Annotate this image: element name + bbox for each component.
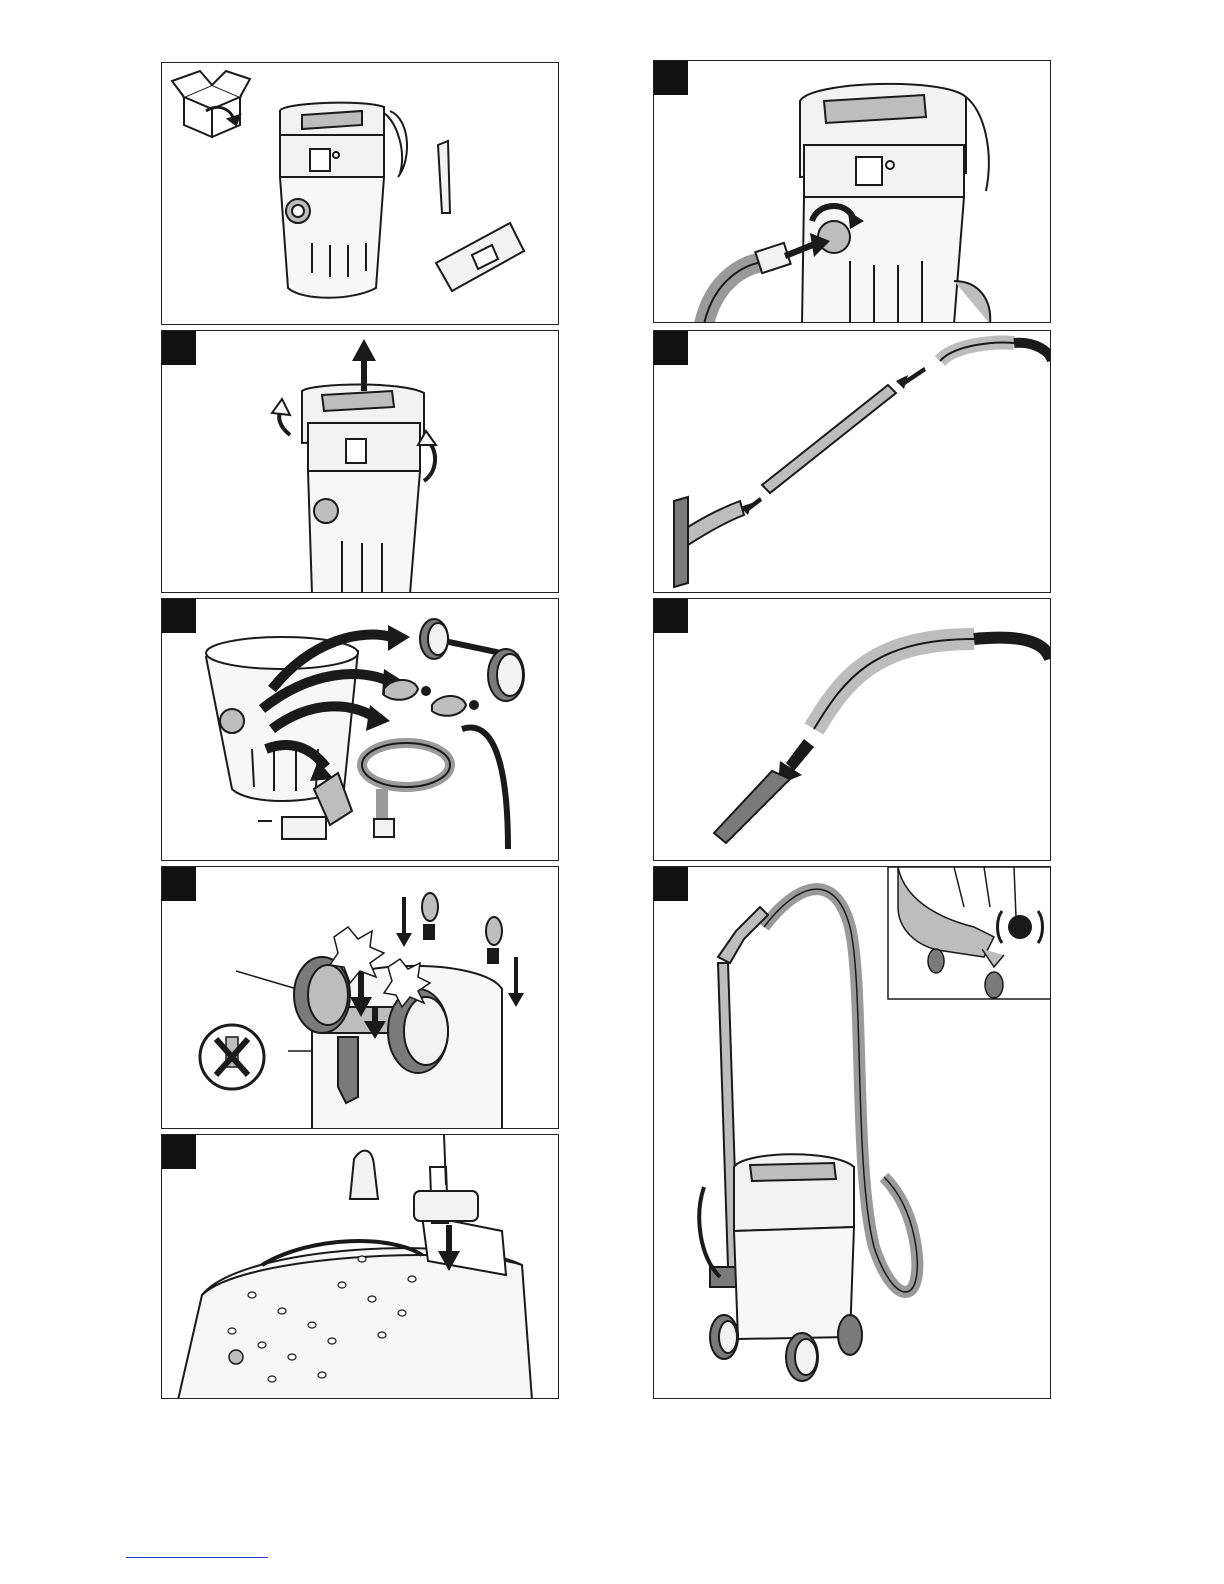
holder-part [436, 223, 524, 291]
handle-hose [814, 638, 1050, 729]
floor-nozzle [674, 497, 744, 587]
panel-remove-lid [161, 330, 559, 593]
vacuum-body [280, 103, 407, 298]
latch-arrow-right-icon [424, 441, 435, 481]
holder-illustration [162, 1135, 559, 1399]
footer-link-underline[interactable] [126, 1557, 268, 1558]
panel-assembled [653, 866, 1051, 1399]
rear-wheel-left [294, 957, 350, 1033]
no-screw-icon [200, 1025, 264, 1089]
arrow-up-icon [352, 339, 376, 391]
hose-holder-part [414, 1135, 478, 1223]
panel-hose-connect [653, 60, 1051, 323]
crevice-nozzle-illustration [654, 599, 1051, 861]
crevice-nozzle [714, 771, 790, 843]
panel-parts [161, 598, 559, 861]
assembled-illustration [654, 867, 1051, 1399]
parts-illustration [162, 599, 559, 861]
hose [704, 243, 791, 323]
unbox-icon [172, 71, 250, 137]
tube-assembly-illustration [654, 331, 1051, 593]
panel-crevice-nozzle [653, 598, 1051, 861]
extension-tube [762, 385, 896, 493]
vacuum-body [699, 1154, 854, 1339]
remove-lid-illustration [162, 331, 559, 593]
rear-wheel-right [388, 989, 448, 1073]
wheel-axle-part [420, 619, 524, 701]
panel-tube-assembly [653, 330, 1051, 593]
castors-wheels-illustration [162, 867, 559, 1129]
castor-front [422, 893, 502, 963]
panel-holder [161, 1134, 559, 1399]
brake-inset [888, 867, 1051, 999]
hose-part [362, 728, 508, 850]
hose-connect-illustration [654, 61, 1051, 323]
crevice-nozzle-part [438, 141, 450, 213]
panel-castors-wheels [161, 866, 559, 1129]
castor-parts [384, 680, 478, 716]
handle-hose [940, 343, 1051, 361]
panel-unpack [161, 62, 559, 325]
unpack-illustration [162, 63, 559, 325]
